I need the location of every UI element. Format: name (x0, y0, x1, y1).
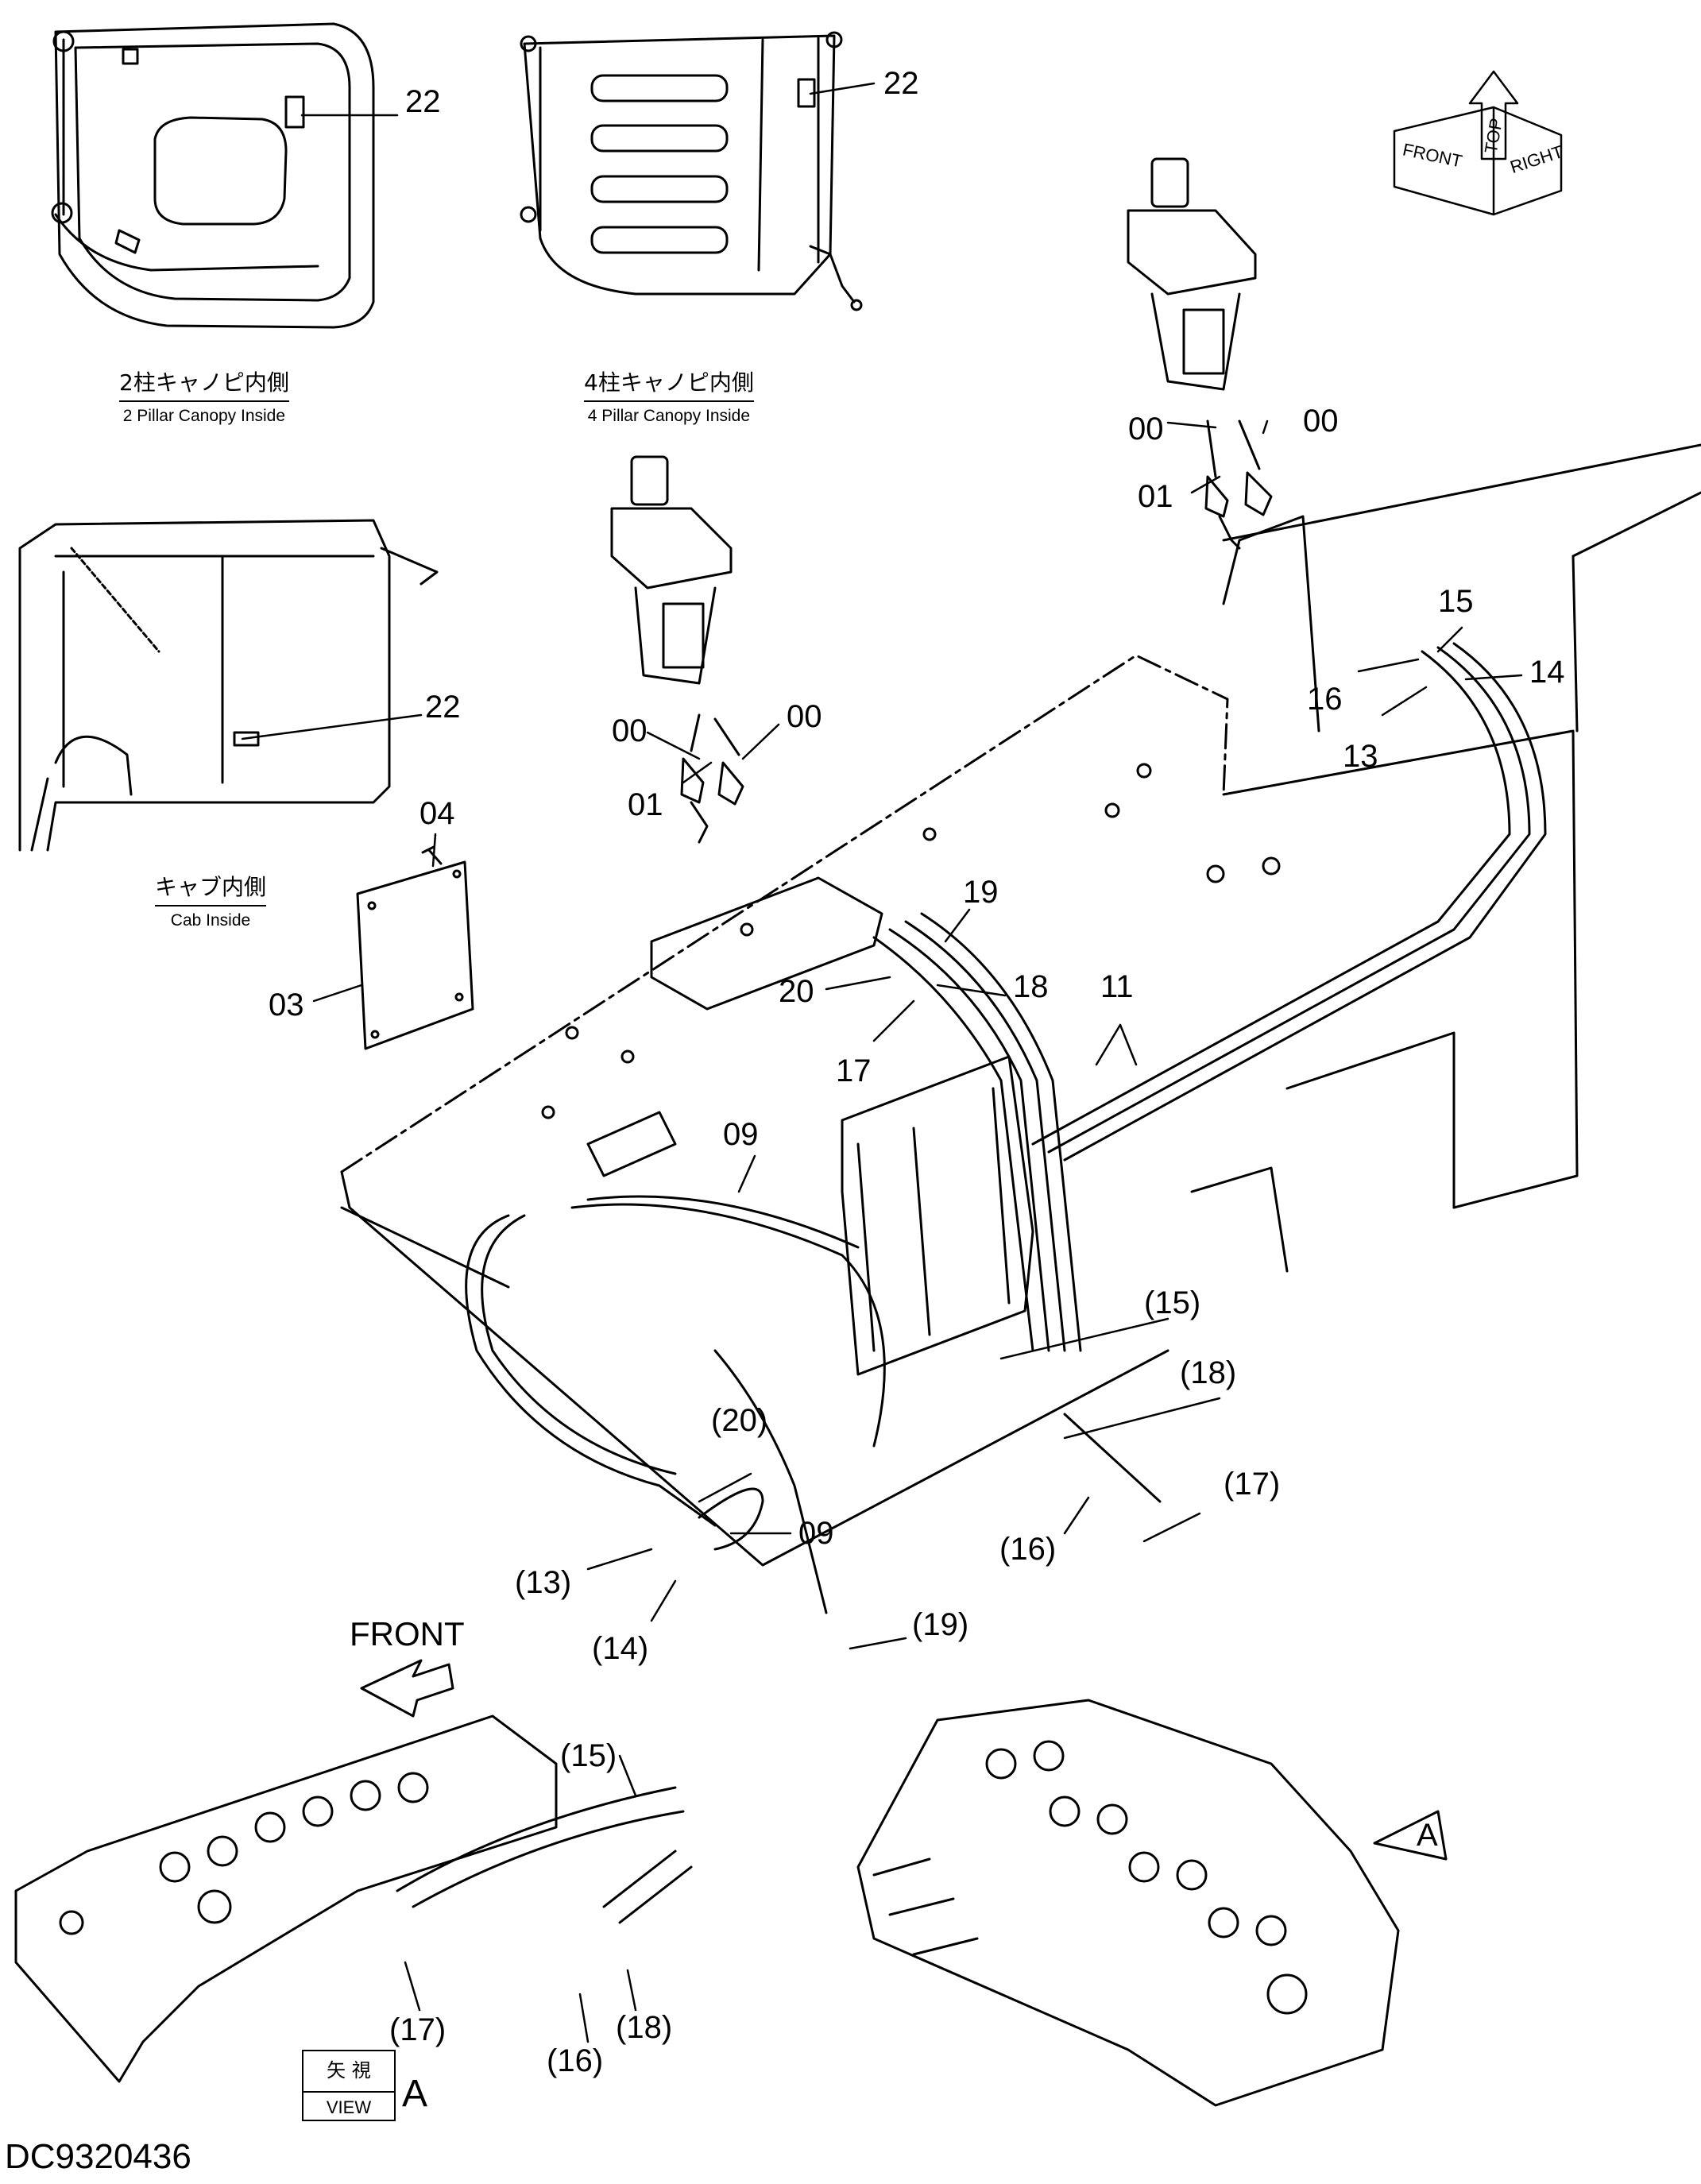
part-label-16: 16 (1307, 682, 1343, 717)
part-label-13-paren: (13) (515, 1565, 572, 1600)
cover-plate-illustration (356, 845, 474, 1050)
machine-frame-illustration (340, 443, 1701, 1567)
cab-caption-jp: キャブ内側 (155, 870, 267, 906)
two-pillar-caption-en: 2 Pillar Canopy Inside (122, 407, 286, 425)
part-label-00-right-a: 00 (1128, 412, 1164, 446)
view-a-marker: 矢 視 VIEW A (302, 2050, 445, 2123)
left-pilot-valve-illustration (610, 455, 744, 844)
part-label-14: 14 (1529, 655, 1565, 690)
four-pillar-caption-jp: 4柱キャノピ内側 (584, 365, 754, 402)
control-valve-illustration (856, 1699, 1400, 2107)
part-label-17-paren: (17) (1224, 1467, 1281, 1502)
orientation-cube-icon (1393, 70, 1563, 216)
part-label-19-paren: (19) (912, 1607, 969, 1642)
front-direction-arrow (360, 1659, 454, 1718)
part-label-09-lower: 09 (798, 1516, 834, 1551)
four-pillar-caption-en: 4 Pillar Canopy Inside (587, 407, 751, 425)
two-pillar-canopy-illustration (51, 22, 375, 329)
part-label-09-upper: 09 (723, 1117, 759, 1152)
part-label-00-right-b: 00 (1303, 404, 1339, 439)
front-arrow-label: FRONT (350, 1615, 465, 1652)
view-a-arrow (1373, 1810, 1448, 1861)
part-label-00-left-b: 00 (787, 699, 822, 734)
leader-lines (241, 82, 1523, 2043)
part-label-15-paren: (15) (1144, 1285, 1201, 1320)
part-label-01-right: 01 (1138, 479, 1173, 514)
part-label-19: 19 (963, 875, 999, 910)
cab-interior-illustration (18, 519, 439, 852)
view-label-17-paren: (17) (389, 2012, 447, 2047)
part-label-15: 15 (1438, 584, 1474, 619)
part-label-22-two-pillar: 22 (405, 84, 441, 119)
view-marker-jp: 矢 視 (327, 2059, 371, 2082)
right-pilot-valve-illustration (1127, 157, 1273, 550)
part-label-13: 13 (1343, 739, 1378, 774)
part-label-11: 11 (1100, 969, 1134, 1004)
view-a-control-valve-illustration (14, 1714, 693, 2083)
part-label-03: 03 (269, 988, 304, 1022)
part-label-18-paren: (18) (1180, 1355, 1237, 1390)
part-label-16-paren: (16) (999, 1532, 1057, 1567)
part-label-18: 18 (1013, 969, 1049, 1004)
part-label-22-cab: 22 (425, 690, 461, 725)
pilot-hoses-illustration (465, 642, 1547, 1614)
view-label-18-paren: (18) (616, 2010, 673, 2045)
view-a-arrow-letter: A (1417, 1818, 1438, 1853)
four-pillar-canopy-illustration (520, 31, 863, 311)
part-label-14-paren: (14) (592, 1631, 649, 1666)
four-pillar-canopy-caption: 4柱キャノピ内側 4 Pillar Canopy Inside (584, 365, 754, 426)
view-marker-letter: A (402, 2073, 428, 2115)
view-marker-en: VIEW (302, 2091, 396, 2118)
part-label-22-four-pillar: 22 (883, 66, 919, 101)
cab-inside-caption: キャブ内側 Cab Inside (155, 870, 267, 930)
cab-caption-en: Cab Inside (170, 911, 251, 930)
part-label-20-paren: (20) (711, 1403, 768, 1438)
part-label-20: 20 (779, 974, 814, 1009)
two-pillar-caption-jp: 2柱キャノピ内側 (119, 365, 289, 402)
part-label-04: 04 (419, 796, 455, 831)
two-pillar-canopy-caption: 2柱キャノピ内側 2 Pillar Canopy Inside (119, 365, 289, 426)
view-label-15-paren: (15) (560, 1738, 617, 1773)
part-label-00-left-a: 00 (612, 713, 648, 748)
part-label-17: 17 (836, 1053, 872, 1088)
view-marker-frame (302, 2050, 396, 2121)
document-id: DC9320436 (5, 2137, 191, 2176)
view-label-16-paren: (16) (547, 2043, 604, 2078)
part-label-01-left: 01 (628, 787, 663, 822)
